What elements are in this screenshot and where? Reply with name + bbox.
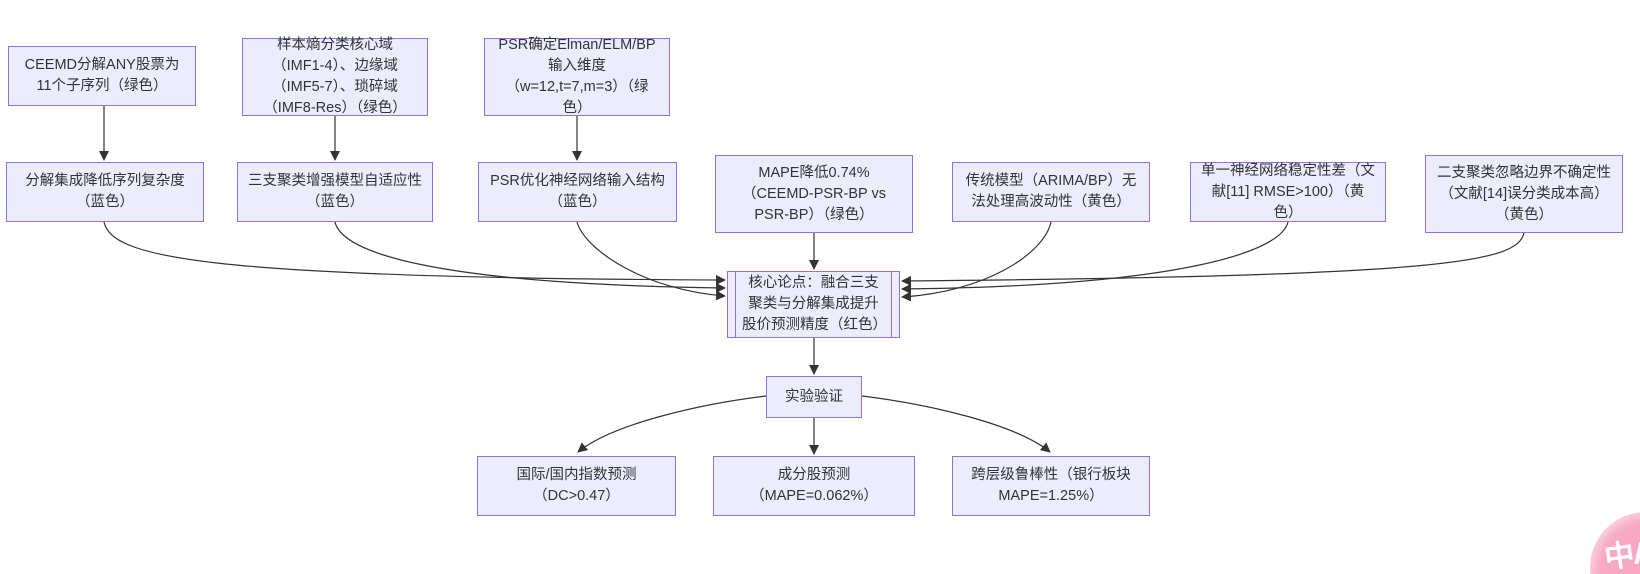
edge-experiment-index-pred bbox=[577, 395, 767, 453]
node-label: 三支聚类增强模型自适应性（蓝色） bbox=[248, 173, 422, 210]
edge-single-nn-limit-core-thesis bbox=[901, 221, 1289, 294]
node-label: CEEMD分解ANY股票为11个子序列（绿色） bbox=[24, 57, 180, 94]
node-label: 样本熵分类核心域（IMF1-4）、边缘域（IMF5-7）、琐碎域（IMF8-Re… bbox=[263, 37, 407, 116]
edge-decomposition-core-thesis bbox=[103, 221, 726, 285]
node-mape-evidence: MAPE降低0.74%（CEEMD-PSR-BP vs PSR-BP）（绿色） bbox=[715, 155, 913, 233]
edge-two-way-limit-core-thesis bbox=[901, 232, 1525, 286]
node-label: MAPE降低0.74%（CEEMD-PSR-BP vs PSR-BP）（绿色） bbox=[742, 164, 886, 223]
node-decomposition-benefit: 分解集成降低序列复杂度（蓝色） bbox=[6, 162, 204, 222]
subroutine-inner-border-right bbox=[891, 272, 892, 337]
node-label: 实验验证 bbox=[785, 388, 843, 405]
node-label: 核心论点：融合三支聚类与分解集成提升股价预测精度（红色） bbox=[742, 275, 887, 333]
node-label: 国际/国内指数预测（DC>0.47） bbox=[516, 467, 637, 504]
node-sample-entropy-classify: 样本熵分类核心域（IMF1-4）、边缘域（IMF5-7）、琐碎域（IMF8-Re… bbox=[242, 37, 428, 116]
edge-three-way-core-thesis bbox=[334, 221, 726, 293]
node-label: PSR确定Elman/ELM/BP输入维度（w=12,t=7,m=3）（绿色） bbox=[498, 37, 656, 116]
node-label: PSR优化神经网络输入结构（蓝色） bbox=[490, 173, 665, 210]
node-label: 成分股预测（MAPE=0.062%） bbox=[750, 467, 878, 504]
node-index-prediction: 国际/国内指数预测（DC>0.47） bbox=[477, 456, 676, 516]
node-single-nn-limit: 单一神经网络稳定性差（文献[11] RMSE>100）（黄色） bbox=[1190, 162, 1386, 222]
node-cross-level-robustness: 跨层级鲁棒性（银行板块MAPE=1.25%） bbox=[952, 456, 1150, 516]
node-core-thesis: 核心论点：融合三支聚类与分解集成提升股价预测精度（红色） bbox=[727, 271, 900, 338]
node-label: 二支聚类忽略边界不确定性（文献[14]误分类成本高）（黄色） bbox=[1437, 164, 1611, 223]
node-traditional-model-limit: 传统模型（ARIMA/BP）无法处理高波动性（黄色） bbox=[952, 162, 1150, 222]
node-label: 传统模型（ARIMA/BP）无法处理高波动性（黄色） bbox=[965, 173, 1137, 210]
node-two-way-clustering-limit: 二支聚类忽略边界不确定性（文献[14]误分类成本高）（黄色） bbox=[1425, 155, 1623, 233]
node-ceemd-decompose: CEEMD分解ANY股票为11个子序列（绿色） bbox=[8, 46, 196, 106]
node-psr-structure-benefit: PSR优化神经网络输入结构（蓝色） bbox=[478, 162, 677, 222]
edge-psr-structure-core-thesis bbox=[576, 221, 726, 301]
node-constituent-stock-prediction: 成分股预测（MAPE=0.062%） bbox=[713, 456, 915, 516]
node-label: 单一神经网络稳定性差（文献[11] RMSE>100）（黄色） bbox=[1201, 162, 1375, 221]
subroutine-inner-border-left bbox=[735, 272, 736, 337]
node-label: 分解集成降低序列复杂度（蓝色） bbox=[25, 173, 185, 210]
node-psr-input-dimension: PSR确定Elman/ELM/BP输入维度（w=12,t=7,m=3）（绿色） bbox=[484, 37, 670, 116]
node-three-way-clustering-benefit: 三支聚类增强模型自适应性（蓝色） bbox=[237, 162, 433, 222]
translate-icon: 中A bbox=[1602, 535, 1640, 574]
edge-experiment-robustness bbox=[861, 395, 1051, 453]
edge-traditional-limit-core-thesis bbox=[901, 221, 1052, 302]
node-experiment-validation: 实验验证 bbox=[766, 376, 862, 418]
node-label: 跨层级鲁棒性（银行板块MAPE=1.25%） bbox=[971, 467, 1131, 504]
